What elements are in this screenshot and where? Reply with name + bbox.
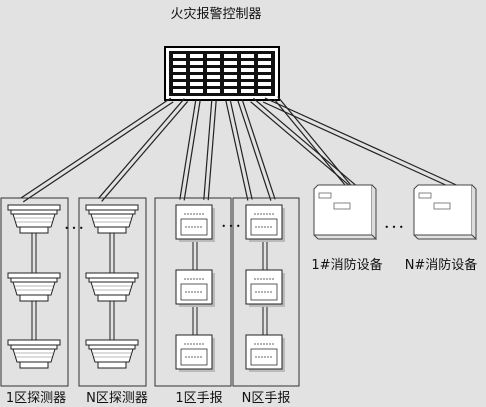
- detectors-zone-n: [85, 204, 139, 369]
- controller-key: [190, 75, 203, 79]
- controller-key: [190, 54, 203, 58]
- controller-key: [173, 75, 186, 79]
- cable-line: [20, 97, 172, 199]
- cable-line: [183, 100, 201, 201]
- manual-zone-n-box: [232, 197, 300, 387]
- controller-key: [207, 68, 220, 72]
- cable-line: [225, 100, 249, 201]
- controller-key: [190, 68, 203, 72]
- cable-line: [241, 99, 276, 200]
- cable-line: [229, 99, 253, 200]
- detector-zone-1-box: [0, 197, 69, 387]
- label-detector-zone-n: N区探测器: [86, 391, 148, 406]
- controller-key: [241, 82, 254, 86]
- cable-line: [97, 98, 185, 199]
- detector-zone-n-box: [78, 197, 147, 387]
- controller-key: [207, 75, 220, 79]
- cable-line: [203, 99, 213, 200]
- cable-line: [273, 99, 351, 192]
- controller-key: [241, 61, 254, 65]
- cable-line: [253, 97, 360, 189]
- cable-line: [179, 99, 197, 200]
- controller-key: [258, 82, 271, 86]
- controller-key: [190, 82, 203, 86]
- cable-line: [22, 101, 174, 203]
- controller-key: [173, 82, 186, 86]
- cable-line: [262, 101, 462, 193]
- zone-wiring: [31, 233, 268, 340]
- ellipsis-detectors: • • •: [64, 224, 83, 233]
- ellipsis-equipment: • • •: [384, 223, 403, 232]
- cables: [20, 96, 464, 203]
- controller-key: [241, 75, 254, 79]
- controller-key: [173, 68, 186, 72]
- controller-key: [173, 61, 186, 65]
- manual-call-points-zone-1: [175, 204, 216, 373]
- controller-key: [258, 75, 271, 79]
- cable-line: [237, 100, 272, 201]
- controller-key: [224, 68, 237, 72]
- controller-key: [258, 61, 271, 65]
- controller-key: [258, 89, 271, 93]
- controller-key: [224, 89, 237, 93]
- controller-key: [207, 89, 220, 93]
- fire-alarm-controller: [164, 46, 280, 101]
- controller-key: [207, 61, 220, 65]
- controller-key: [241, 89, 254, 93]
- controller-key: [224, 75, 237, 79]
- controller-key: [207, 54, 220, 58]
- cable-line: [277, 96, 355, 189]
- detectors-zone-1: [7, 204, 61, 369]
- ellipsis-manual: • • •: [221, 222, 240, 231]
- cable-line: [101, 101, 189, 202]
- controller-title: 火灾报警控制器: [170, 6, 261, 22]
- controller-key: [258, 68, 271, 72]
- manual-call-points-zone-n: [245, 204, 286, 373]
- controller-key: [224, 82, 237, 86]
- controller-key: [173, 89, 186, 93]
- controller-key: [224, 54, 237, 58]
- manual-zone-1-box: [154, 197, 232, 387]
- label-manual-zone-n: N区手报: [242, 391, 291, 406]
- zone-boxes: [0, 197, 300, 387]
- label-equipment-n: N#消防设备: [405, 257, 478, 273]
- controller-key: [207, 82, 220, 86]
- controller-key: [173, 54, 186, 58]
- label-manual-zone-1: 1区手报: [175, 391, 222, 406]
- fire-equipment-1: [313, 184, 377, 240]
- controller-key: [224, 61, 237, 65]
- controller-key: [241, 68, 254, 72]
- fire-equipment-n: [413, 184, 477, 240]
- label-detector-zone-1: 1区探测器: [6, 391, 66, 406]
- controller-key: [190, 89, 203, 93]
- cable-line: [264, 97, 464, 189]
- controller-key: [258, 54, 271, 58]
- cable-line: [207, 100, 217, 201]
- controller-key: [190, 61, 203, 65]
- controller-key: [241, 54, 254, 58]
- label-equipment-1: 1#消防设备: [311, 257, 382, 273]
